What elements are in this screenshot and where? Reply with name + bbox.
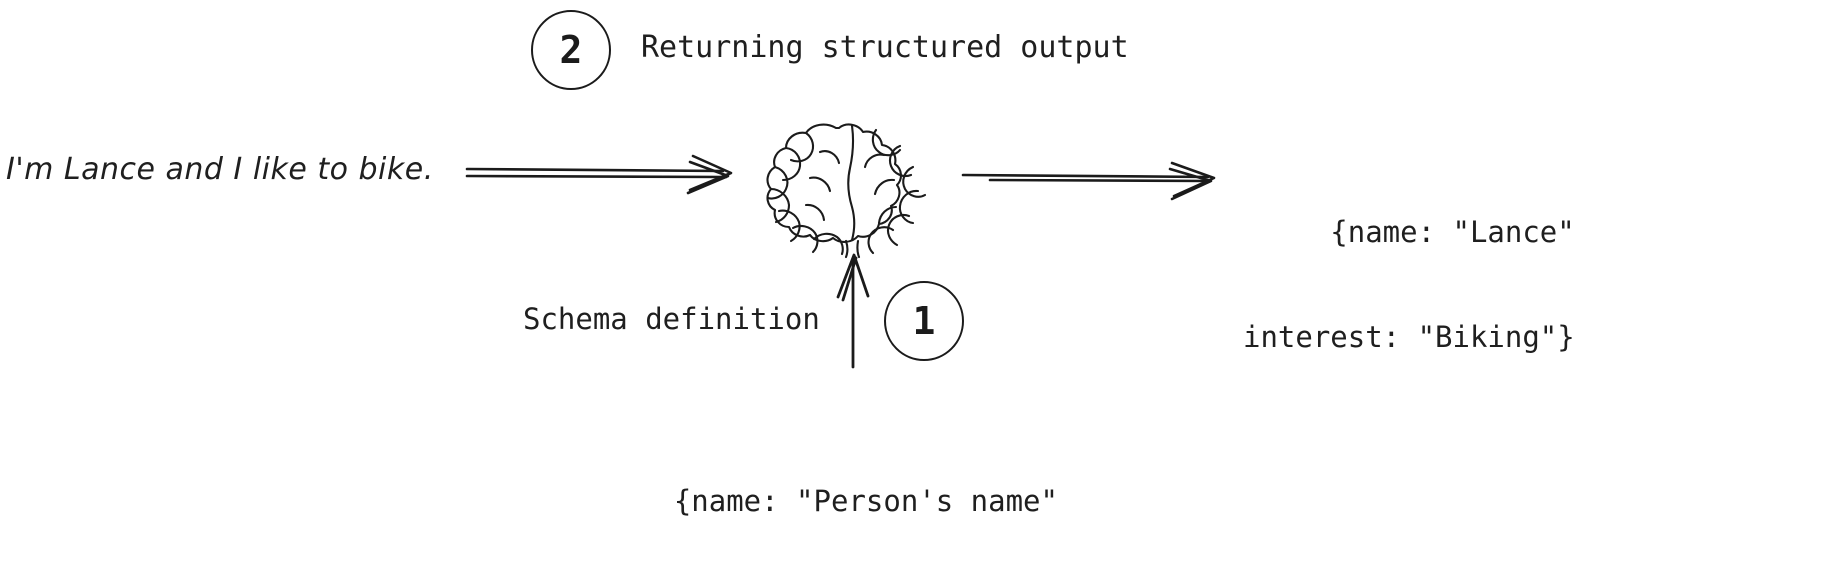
step-2-badge: 2 <box>531 10 611 90</box>
step-1-badge: 1 <box>884 281 964 361</box>
input-arrow-icon <box>465 154 733 195</box>
output-line-2: interest: "Biking"} <box>1243 320 1575 354</box>
step-2-label: Returning structured output <box>641 30 1129 65</box>
schema-definition-text: {name: "Person's name" interest: "Person… <box>604 406 1128 566</box>
structured-output-text: {name: "Lance" interest: "Biking"} <box>1243 145 1575 425</box>
step-1-label: Schema definition <box>523 302 820 336</box>
schema-line-1: {name: "Person's name" <box>673 484 1058 518</box>
input-text: I'm Lance and I like to bike. <box>6 152 434 187</box>
output-line-1: {name: "Lance" <box>1330 215 1575 249</box>
schema-arrow-icon <box>836 253 870 369</box>
output-arrow-icon <box>961 161 1216 201</box>
